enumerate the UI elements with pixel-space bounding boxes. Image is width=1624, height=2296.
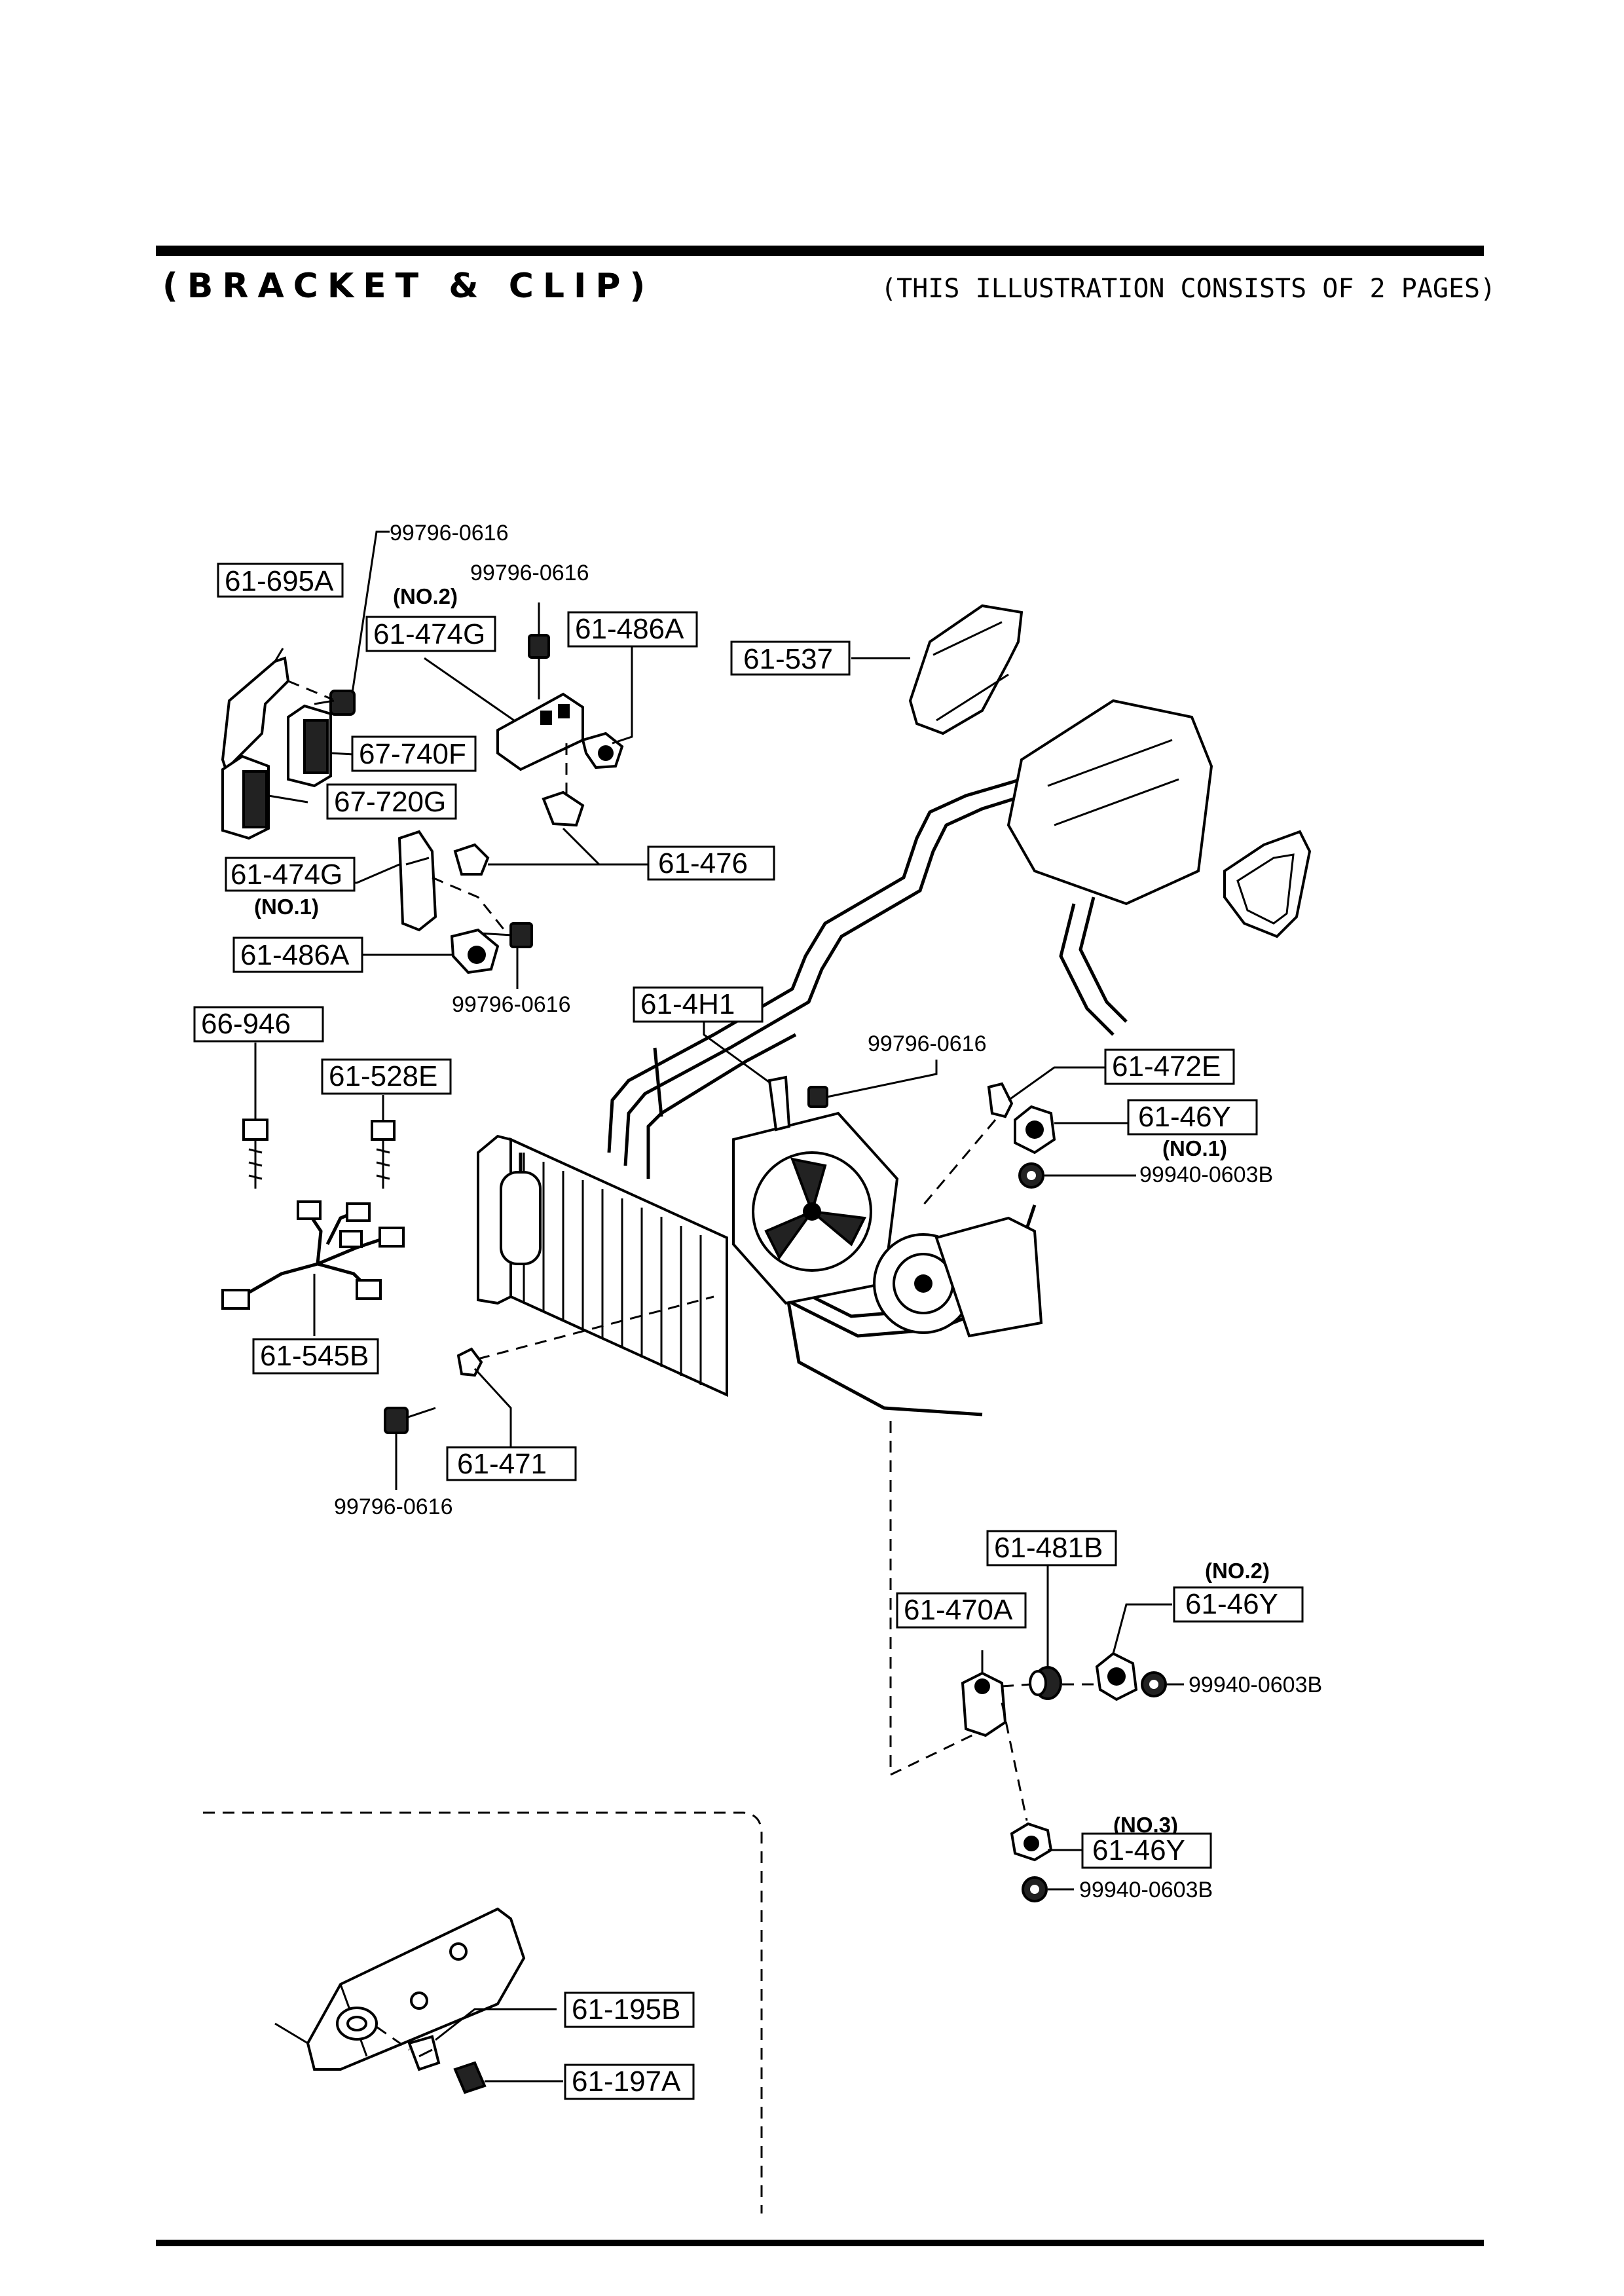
svg-text:61-46Y: 61-46Y xyxy=(1138,1101,1231,1133)
svg-text:61-470A: 61-470A xyxy=(904,1594,1013,1626)
clip-61-486A-drawing xyxy=(581,731,624,769)
bulb-61-195B-drawing xyxy=(407,2035,441,2071)
svg-text:61-528E: 61-528E xyxy=(329,1060,437,1092)
evaporator-unit-drawing xyxy=(1006,699,1213,1036)
label-61-474G-no1: 61-474G xyxy=(225,857,356,892)
clip-61-46Y-no2-drawing xyxy=(1095,1652,1138,1701)
svg-text:61-695A: 61-695A xyxy=(225,565,334,597)
svg-text:61-474G: 61-474G xyxy=(373,618,485,650)
bracket-61-474G-no1-drawing xyxy=(397,830,437,932)
page-title: (BRACKET & CLIP) xyxy=(162,267,654,306)
relay-67-720G-drawing xyxy=(221,754,270,840)
clip-61-46Y-no1-drawing xyxy=(1014,1105,1056,1155)
svg-text:61-486A: 61-486A xyxy=(575,613,684,645)
callout-bolt-4H1: 99796-0616 xyxy=(868,1031,987,1056)
label-61-195B: 61-195B xyxy=(564,1991,695,2028)
clip-61-486A-lower-drawing xyxy=(450,928,500,974)
callout-bolt-486: 99796-0616 xyxy=(452,992,571,1017)
label-61-474G-no2: 61-474G xyxy=(365,616,496,652)
bulb-61-197A-drawing xyxy=(453,2061,487,2094)
callout-bolt-471: 99796-0616 xyxy=(334,1494,453,1519)
note-no1-474: (NO.1) xyxy=(254,895,319,919)
bracket-61-537-drawing xyxy=(908,604,1024,735)
harness-61-545B-drawing xyxy=(221,1200,405,1310)
note-no2-474: (NO.2) xyxy=(393,584,458,608)
bolt-icon xyxy=(807,1060,938,1108)
svg-text:67-720G: 67-720G xyxy=(334,786,446,818)
nut-icon xyxy=(1022,1876,1048,1902)
nut-icon xyxy=(1018,1162,1044,1189)
relay-67-740F-drawing xyxy=(287,704,332,788)
bracket-61-4H1-drawing xyxy=(767,1075,791,1132)
note-no1-46Y: (NO.1) xyxy=(1162,1136,1227,1160)
svg-text:67-740F: 67-740F xyxy=(359,738,466,770)
svg-text:66-946: 66-946 xyxy=(201,1008,291,1040)
callout-nut-46Y-3: 99940-0603B xyxy=(1079,1878,1213,1902)
label-61-471: 61-471 xyxy=(446,1446,577,1481)
clip-61-476-upper-drawing xyxy=(542,790,585,827)
callout-bolt-top: 99796-0616 xyxy=(390,521,509,546)
label-61-528E: 61-528E xyxy=(321,1058,452,1095)
bolt-icon xyxy=(477,922,533,948)
label-67-720G: 67-720G xyxy=(326,783,457,820)
bolt-icon xyxy=(528,602,550,688)
label-61-46Y-no1: 61-46Y xyxy=(1127,1099,1258,1136)
bracket-61-474G-no2-drawing xyxy=(496,692,584,771)
bracket-61-470A-drawing xyxy=(961,1671,1007,1737)
bolt-icon xyxy=(314,690,356,716)
label-61-695A: 61-695A xyxy=(217,563,344,598)
leader-line xyxy=(351,530,390,694)
svg-text:61-545B: 61-545B xyxy=(260,1340,369,1372)
label-66-946: 66-946 xyxy=(193,1006,324,1043)
bolt-icon xyxy=(384,1407,436,1490)
label-61-197A: 61-197A xyxy=(564,2064,695,2100)
svg-text:61-195B: 61-195B xyxy=(572,1993,680,2026)
svg-text:61-4H1: 61-4H1 xyxy=(640,988,735,1020)
fan-shroud-drawing xyxy=(732,1111,899,1305)
svg-text:61-474G: 61-474G xyxy=(231,859,342,891)
label-61-476: 61-476 xyxy=(647,845,775,881)
bottom-rule xyxy=(156,2240,1484,2246)
label-61-46Y-no2: 61-46Y xyxy=(1173,1586,1304,1623)
clip-61-46Y-no3-drawing xyxy=(1010,1822,1053,1862)
label-61-545B: 61-545B xyxy=(252,1338,379,1375)
note-no2-46Y: (NO.2) xyxy=(1205,1559,1270,1583)
top-rule xyxy=(156,246,1484,256)
svg-text:61-537: 61-537 xyxy=(743,643,833,675)
label-67-740F: 67-740F xyxy=(351,735,477,772)
control-panel-drawing xyxy=(274,1907,526,2071)
label-61-537: 61-537 xyxy=(730,640,851,676)
label-61-4H1: 61-4H1 xyxy=(633,986,764,1023)
label-61-486A-top: 61-486A xyxy=(567,611,698,648)
label-61-46Y-no3: 61-46Y xyxy=(1081,1832,1212,1869)
svg-text:61-471: 61-471 xyxy=(457,1448,547,1480)
screw-66-946-drawing xyxy=(242,1119,268,1189)
nut-icon xyxy=(1141,1671,1167,1697)
bracket-61-695A-drawing xyxy=(221,648,290,772)
callout-bolt-474: 99796-0616 xyxy=(470,561,589,585)
svg-text:61-481B: 61-481B xyxy=(994,1532,1103,1564)
label-61-486A-lower: 61-486A xyxy=(232,936,363,973)
seal-ring-drawing xyxy=(1223,830,1312,938)
svg-text:61-476: 61-476 xyxy=(658,847,748,880)
compressor-drawing xyxy=(873,1216,1043,1338)
grommet-61-481B-drawing xyxy=(1029,1666,1062,1700)
label-61-481B: 61-481B xyxy=(986,1530,1117,1566)
svg-text:61-486A: 61-486A xyxy=(240,939,350,971)
receiver-drier-drawing xyxy=(500,1153,542,1265)
svg-text:61-472E: 61-472E xyxy=(1112,1050,1221,1083)
callout-nut-46Y-2: 99940-0603B xyxy=(1189,1673,1322,1697)
label-61-472E: 61-472E xyxy=(1104,1048,1235,1085)
svg-text:61-197A: 61-197A xyxy=(572,2065,681,2098)
clip-61-476-lower-drawing xyxy=(453,843,490,876)
inset-border xyxy=(203,1811,763,2213)
label-61-470A: 61-470A xyxy=(896,1592,1027,1629)
bracket-61-472E-drawing xyxy=(987,1082,1014,1119)
screw-61-528E-drawing xyxy=(371,1120,396,1189)
callout-nut-46Y-1: 99940-0603B xyxy=(1139,1162,1273,1187)
svg-text:61-46Y: 61-46Y xyxy=(1092,1834,1185,1866)
svg-text:61-46Y: 61-46Y xyxy=(1185,1588,1278,1620)
page-subtitle: (THIS ILLUSTRATION CONSISTS OF 2 PAGES) xyxy=(881,274,1496,304)
